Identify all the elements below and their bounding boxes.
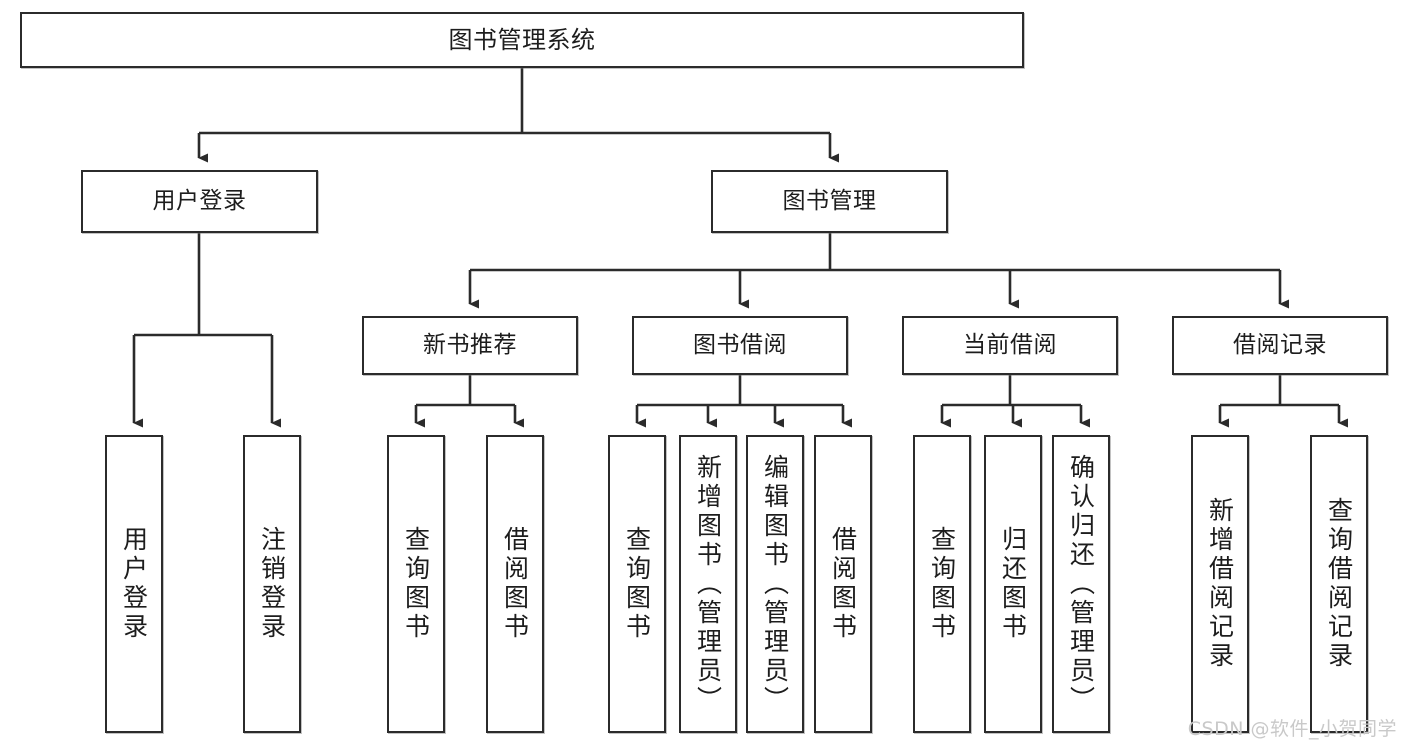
submodule-node[interactable]: 新书推荐 xyxy=(362,316,578,375)
node-label: 查询图书 xyxy=(622,526,652,642)
root-node[interactable]: 图书管理系统 xyxy=(20,12,1024,68)
leaf-node[interactable]: 注销登录 xyxy=(243,435,301,733)
node-label: 注销登录 xyxy=(257,526,287,642)
module-node[interactable]: 用户登录 xyxy=(81,170,318,233)
node-label: 查询图书 xyxy=(401,526,431,642)
node-label: 新增图书（管理员） xyxy=(693,453,723,715)
leaf-node[interactable]: 编辑图书（管理员） xyxy=(746,435,804,733)
node-label: 用户登录 xyxy=(152,187,247,214)
node-label: 图书管理系统 xyxy=(448,25,596,54)
leaf-node[interactable]: 确认归还（管理员） xyxy=(1052,435,1110,733)
leaf-node[interactable]: 查询图书 xyxy=(913,435,971,733)
node-label: 查询借阅记录 xyxy=(1324,497,1354,671)
node-label: 查询图书 xyxy=(927,526,957,642)
node-label: 当前借阅 xyxy=(963,331,1057,358)
leaf-node[interactable]: 借阅图书 xyxy=(486,435,544,733)
node-label: 归还图书 xyxy=(998,526,1028,642)
node-label: 借阅图书 xyxy=(828,526,858,642)
node-label: 用户登录 xyxy=(119,526,149,642)
leaf-node[interactable]: 归还图书 xyxy=(984,435,1042,733)
submodule-node[interactable]: 借阅记录 xyxy=(1172,316,1388,375)
node-label: 图书管理 xyxy=(782,187,877,214)
node-label: 新增借阅记录 xyxy=(1205,497,1235,671)
node-label: 图书借阅 xyxy=(693,331,787,358)
node-label: 新书推荐 xyxy=(423,331,517,358)
leaf-node[interactable]: 借阅图书 xyxy=(814,435,872,733)
leaf-node[interactable]: 新增图书（管理员） xyxy=(679,435,737,733)
module-node[interactable]: 图书管理 xyxy=(711,170,948,233)
leaf-node[interactable]: 查询图书 xyxy=(387,435,445,733)
submodule-node[interactable]: 当前借阅 xyxy=(902,316,1118,375)
leaf-node[interactable]: 新增借阅记录 xyxy=(1191,435,1249,733)
node-label: 编辑图书（管理员） xyxy=(760,453,790,715)
leaf-node[interactable]: 用户登录 xyxy=(105,435,163,733)
leaf-node[interactable]: 查询借阅记录 xyxy=(1310,435,1368,733)
submodule-node[interactable]: 图书借阅 xyxy=(632,316,848,375)
node-label: 借阅记录 xyxy=(1233,331,1327,358)
watermark-text: CSDN @软件_小贺同学 xyxy=(1187,718,1397,740)
leaf-node[interactable]: 查询图书 xyxy=(608,435,666,733)
node-label: 借阅图书 xyxy=(500,526,530,642)
node-label: 确认归还（管理员） xyxy=(1066,453,1096,715)
